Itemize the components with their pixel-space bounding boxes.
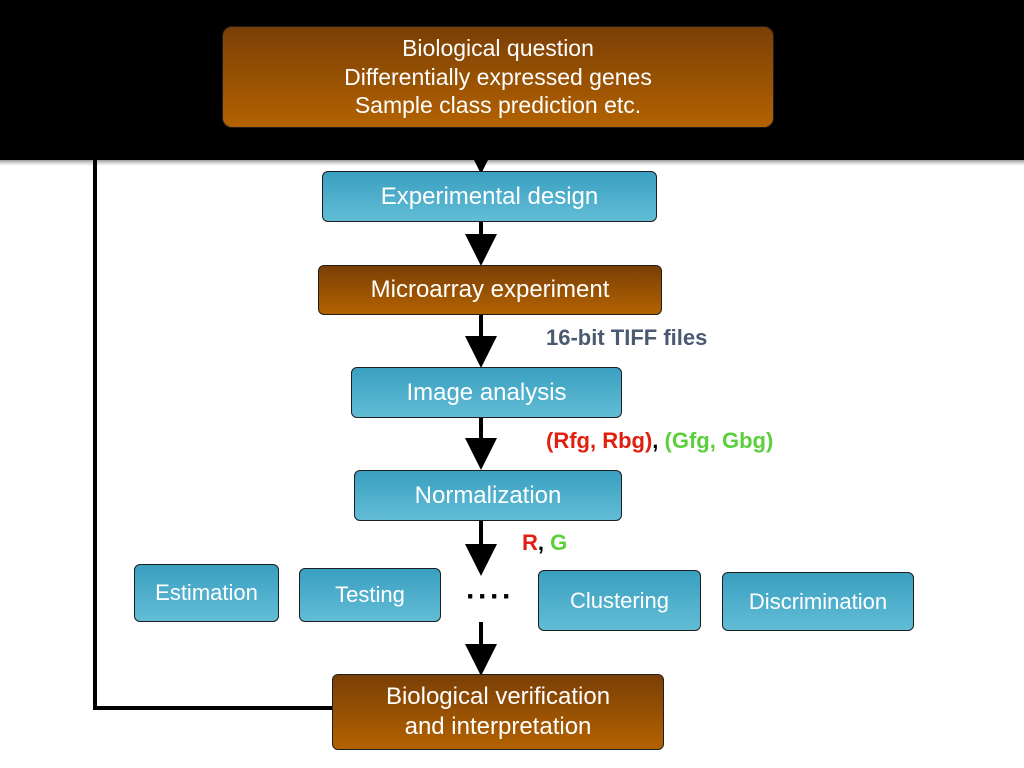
title-band-divider	[0, 160, 1024, 166]
node-estimation-label: Estimation	[155, 580, 258, 606]
node-microarray-experiment: Microarray experiment	[318, 265, 662, 315]
annotation-r: R	[522, 530, 538, 555]
node-biological-verification: Biological verification and interpretati…	[332, 674, 664, 750]
annotation-rg-separator: ,	[537, 530, 551, 555]
node-microarray-experiment-label: Microarray experiment	[370, 276, 610, 303]
annotation-green-pair: (Gfg, Gbg)	[664, 428, 774, 453]
node-experimental-design-label: Experimental design	[380, 182, 599, 210]
annotation-separator: ,	[652, 428, 665, 453]
node-clustering: Clustering	[538, 570, 701, 631]
node-image-analysis-label: Image analysis	[406, 378, 567, 406]
node-normalization-label: Normalization	[414, 481, 562, 509]
node-discrimination: Discrimination	[722, 572, 914, 631]
annotation-g: G	[550, 530, 568, 555]
node-biological-verification-label: Biological verification and interpretati…	[385, 683, 611, 740]
node-estimation: Estimation	[134, 564, 279, 622]
feedback-loop-line	[93, 160, 332, 710]
node-discrimination-label: Discrimination	[748, 588, 888, 614]
node-normalization: Normalization	[354, 470, 622, 521]
node-image-analysis: Image analysis	[351, 367, 622, 418]
annotation-r-g: R, G	[522, 530, 567, 556]
annotation-tiff-files: 16-bit TIFF files	[546, 325, 708, 350]
annotation-red-pair: (Rfg, Rbg)	[546, 428, 653, 453]
node-testing: Testing	[299, 568, 441, 622]
annotation-foreground-background: (Rfg, Rbg), (Gfg, Gbg)	[546, 428, 773, 454]
node-clustering-label: Clustering	[569, 587, 670, 613]
node-experimental-design: Experimental design	[322, 171, 657, 222]
node-testing-label: Testing	[335, 582, 405, 608]
node-biological-question: Biological question Differentially expre…	[222, 26, 774, 128]
node-biological-question-label: Biological question Differentially expre…	[344, 34, 652, 119]
ellipsis-more-methods: ····	[466, 580, 514, 613]
